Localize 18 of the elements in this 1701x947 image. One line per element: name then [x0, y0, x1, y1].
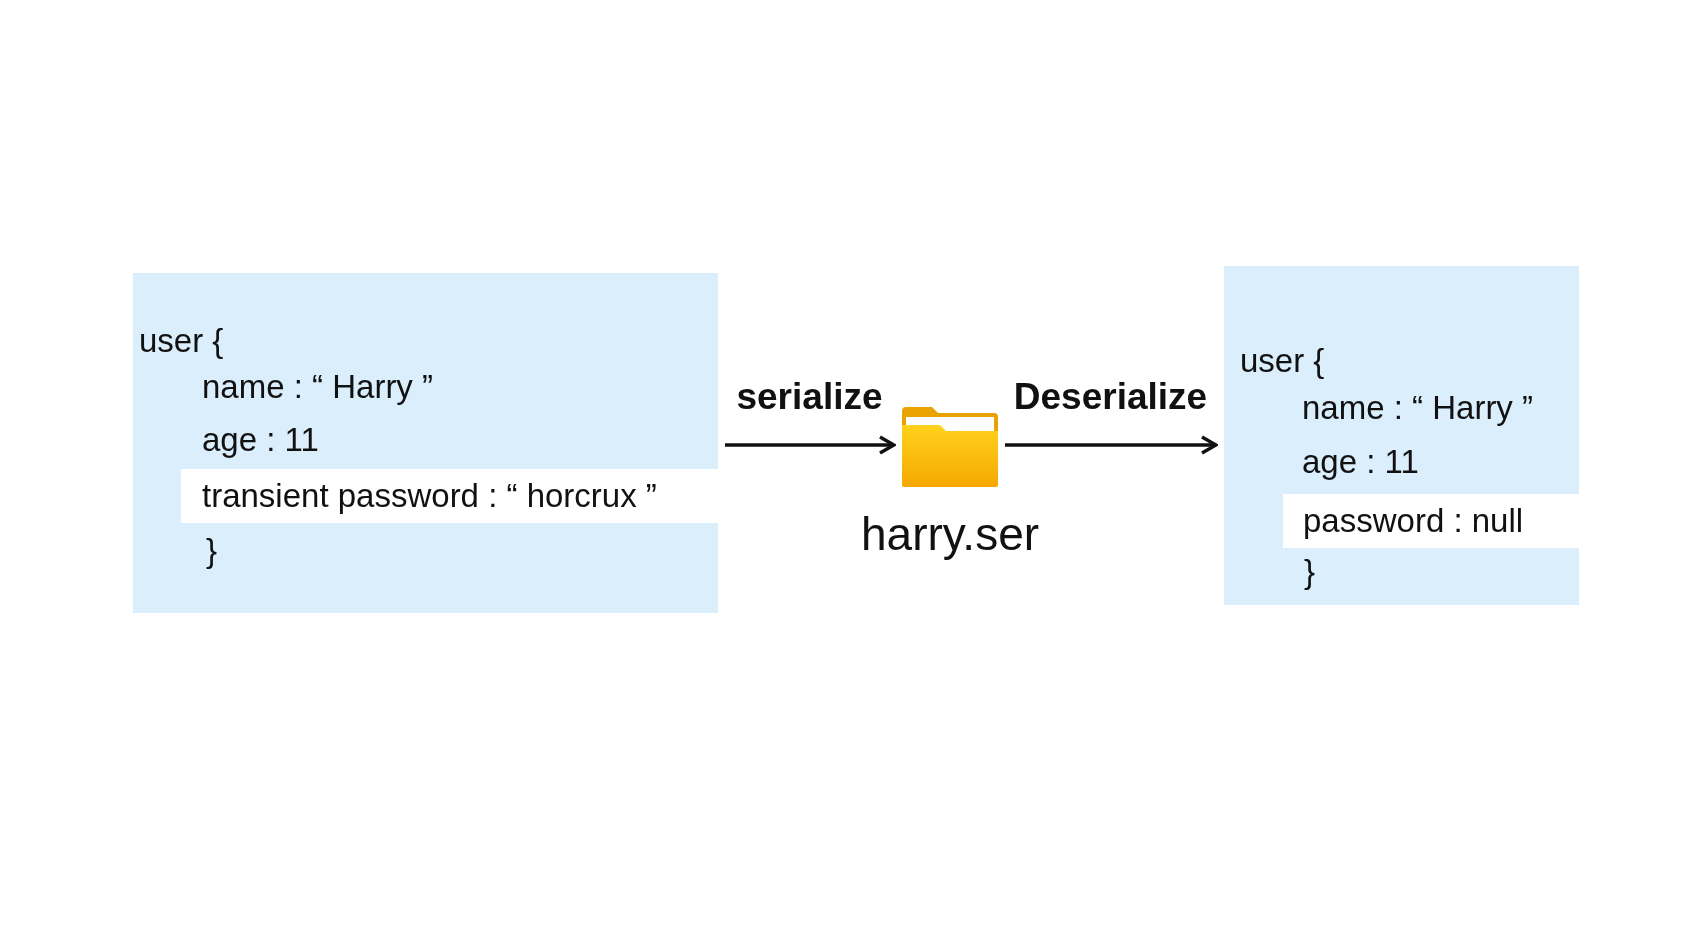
code-line: }: [206, 531, 218, 571]
file-name: harry.ser: [860, 507, 1040, 561]
code-line: name : “ Harry ”: [202, 367, 434, 407]
highlighted-row: [1283, 494, 1579, 548]
arrow: [1005, 435, 1218, 455]
code-panel: [133, 273, 718, 613]
code-line: user {: [139, 321, 224, 361]
code-panel: [1224, 266, 1579, 605]
folder-icon: [902, 407, 998, 487]
arrow: [725, 435, 896, 455]
code-line: }: [1304, 552, 1316, 592]
highlighted-row: [181, 469, 718, 523]
code-line: age : 11: [1302, 442, 1419, 482]
code-line: user {: [1240, 341, 1325, 381]
code-line: password : null: [1303, 501, 1524, 541]
code-line: transient password : “ horcrux ”: [202, 476, 657, 516]
code-line: age : 11: [202, 420, 319, 460]
code-line: name : “ Harry ”: [1302, 388, 1534, 428]
